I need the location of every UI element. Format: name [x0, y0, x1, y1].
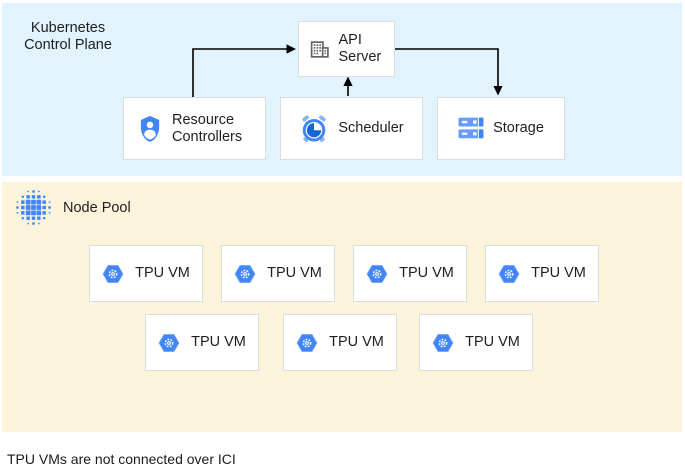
- storage-stack-icon: [458, 117, 484, 140]
- building-icon: [309, 39, 330, 60]
- tpu-vm-label: TPU VM: [267, 265, 322, 281]
- tpu-vm-label: TPU VM: [531, 265, 586, 281]
- node-pool-label: Node Pool: [63, 200, 131, 216]
- tpu-vm-label: TPU VM: [135, 265, 190, 281]
- tpu-vm-label: TPU VM: [191, 334, 246, 350]
- scheduler-node: Scheduler: [280, 97, 423, 160]
- tpu-vm-node: TPU VM: [283, 314, 397, 371]
- footnote: TPU VMs are not connected over ICI: [7, 451, 236, 467]
- tpu-hexagon-icon: [498, 264, 520, 284]
- storage-label: Storage: [493, 120, 544, 136]
- dot-grid-icon: [15, 189, 52, 226]
- tpu-vm-node: TPU VM: [145, 314, 259, 371]
- resource-controllers-label: Resource Controllers: [172, 111, 243, 145]
- tpu-hexagon-icon: [296, 333, 318, 353]
- tpu-hexagon-icon: [432, 333, 454, 353]
- api-server-label: API Server: [338, 32, 382, 65]
- scheduler-label: Scheduler: [338, 120, 404, 136]
- control-plane-label: Kubernetes Control Plane: [24, 20, 112, 53]
- api-server-node: API Server: [298, 21, 395, 77]
- alarm-clock-icon: [299, 114, 329, 144]
- tpu-hexagon-icon: [102, 264, 124, 284]
- tpu-hexagon-icon: [366, 264, 388, 284]
- node-pool-panel: [2, 182, 682, 432]
- tpu-vm-label: TPU VM: [329, 334, 384, 350]
- tpu-vm-node: TPU VM: [89, 245, 203, 302]
- tpu-vm-node: TPU VM: [221, 245, 335, 302]
- storage-node: Storage: [437, 97, 565, 160]
- tpu-vm-node: TPU VM: [485, 245, 599, 302]
- tpu-vm-node: TPU VM: [353, 245, 467, 302]
- tpu-vm-label: TPU VM: [399, 265, 454, 281]
- tpu-vm-node: TPU VM: [419, 314, 533, 371]
- shield-user-icon: [137, 115, 163, 143]
- resource-controllers-node: Resource Controllers: [123, 97, 266, 160]
- tpu-vm-label: TPU VM: [465, 334, 520, 350]
- tpu-hexagon-icon: [234, 264, 256, 284]
- tpu-hexagon-icon: [158, 333, 180, 353]
